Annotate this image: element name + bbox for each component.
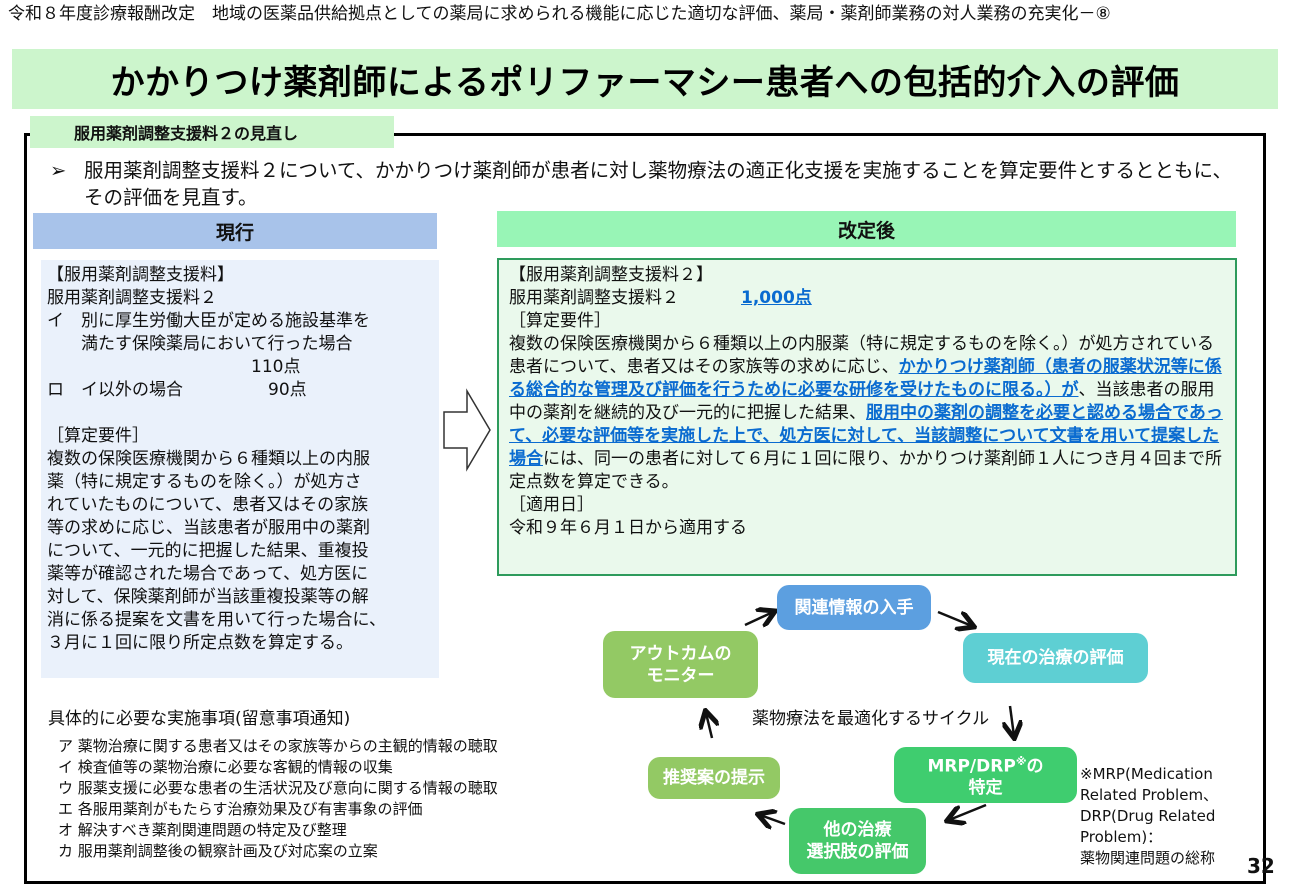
revised-highlight: かかりつけ薬剤師（患者の服薬状況等に係る総合的な管理及び評価を行うために必要な研…: [509, 357, 1222, 400]
list-item: エ 各服用薬剤がもたらす治療効果及び有害事象の評価: [58, 800, 423, 818]
footnote: ※MRP(Medication Related Problem、 DRP(Dru…: [1080, 764, 1218, 869]
revised-box: 【服用薬剤調整支援料２】 服用薬剤調整支援料２ 1,000点 ［算定要件］ 複数の…: [497, 258, 1237, 576]
current-line: ３月に１回に限り所定点数を算定する。: [47, 633, 353, 653]
node-text: MRP/DRP: [927, 756, 1016, 777]
revised-highlight: 服用中の薬剤の調整を必要と認める場合であって、必要な評価等を実施した上で、処方医…: [509, 403, 1223, 469]
revised-line: 【服用薬剤調整支援料２】: [509, 265, 713, 285]
node-line: 選択肢の評価: [806, 842, 909, 862]
current-line: について、一元的に把握した結果、重複投: [47, 541, 369, 561]
current-line: 等の求めに応じ、当該患者が服用中の薬剤: [47, 518, 370, 538]
intro-text: 服用薬剤調整支援料２について、かかりつけ薬剤師が患者に対し薬物療法の適正化支援を…: [84, 159, 1232, 209]
cycle-node-alternatives: 他の治療 選択肢の評価: [789, 808, 926, 874]
cycle-arrow: [760, 815, 786, 824]
current-line: れていたものについて、患者又はその家族: [47, 495, 369, 515]
cycle-arrow: [706, 713, 712, 739]
cycle-arrow: [744, 612, 773, 625]
current-line: 【服用薬剤調整支援料】: [47, 265, 234, 285]
cycle-node-evaluation: 現在の治療の評価: [963, 633, 1148, 683]
cycle-node-outcome: アウトカムの モニター: [603, 631, 758, 698]
revised-heading: 改定後: [497, 211, 1236, 247]
revised-fee-points: 1,000点: [741, 288, 812, 308]
bullet-icon: ➢: [50, 159, 67, 182]
node-line: アウトカムの: [629, 643, 732, 664]
revised-fee-label: 服用薬剤調整支援料２: [509, 288, 679, 308]
intro-paragraph: ➢ 服用薬剤調整支援料２について、かかりつけ薬剤師が患者に対し薬物療法の適正化支…: [50, 157, 1250, 211]
node-line: 他の治療: [823, 820, 892, 840]
list-item: ア 薬物治療に関する患者又はその家族等からの主観的情報の聴取: [58, 737, 498, 755]
footnote-line: Related Problem、: [1080, 786, 1219, 804]
footnote-line: ※MRP(Medication: [1080, 765, 1213, 783]
cycle-label: 薬物療法を最適化するサイクル: [752, 709, 990, 729]
list-item: カ 服用薬剤調整後の観察計画及び対応案の立案: [58, 842, 378, 860]
current-heading: 現行: [33, 213, 437, 249]
node-line: MRP/DRP※の: [927, 751, 1043, 778]
current-line: 対して、保険薬剤師が当該重複投薬等の解: [47, 587, 369, 607]
cycle-node-recommend: 推奨案の提示: [648, 757, 780, 799]
current-line: ロ イ以外の場合 90点: [47, 380, 307, 400]
revised-apply-heading: ［適用日］: [509, 495, 594, 515]
list-item: ウ 服薬支援に必要な患者の生活状況及び意向に関する情報の聴取: [58, 779, 498, 797]
revised-text: には、同一の患者に対して６月に１回に限り、かかりつけ薬剤師１人につき月４回まで所…: [509, 449, 1222, 492]
revised-requirement: 複数の保険医療機関から６種類以上の内服薬（特に規定するものを除く。）が処方されて…: [509, 333, 1225, 494]
current-line: 薬等が確認された場合であって、処方医に: [47, 564, 369, 584]
list-item: オ 解決すべき薬剤関連問題の特定及び整理: [58, 821, 347, 839]
content-frame: [24, 133, 1266, 884]
list-item: イ 検査値等の薬物治療に必要な客観的情報の収集: [58, 758, 393, 776]
node-line: 特定: [968, 778, 1003, 799]
implementation-list: ア 薬物治療に関する患者又はその家族等からの主観的情報の聴取 イ 検査値等の薬物…: [58, 736, 498, 862]
cycle-arrow: [1010, 705, 1014, 736]
cycle-node-info: 関連情報の入手: [777, 585, 931, 630]
cycle-arrow: [949, 803, 987, 820]
node-text: の: [1026, 756, 1044, 777]
current-line: ［算定要件］: [47, 426, 149, 446]
revised-req-heading: ［算定要件］: [509, 311, 611, 331]
footnote-line: Problem)：: [1080, 828, 1163, 846]
node-line: モニター: [646, 665, 715, 686]
current-box: 【服用薬剤調整支援料】 服用薬剤調整支援料２ イ 別に厚生労働大臣が定める施設基…: [41, 260, 439, 678]
section-tab: 服用薬剤調整支援料２の見直し: [30, 116, 394, 148]
node-sup: ※: [1015, 754, 1027, 768]
revised-text: 複数の保険医療機関から６種類以上の内服薬（特に規定するものを除く。）が処方されて…: [509, 334, 1214, 377]
current-line: 服用薬剤調整支援料２: [47, 288, 217, 308]
current-line: イ 別に厚生労働大臣が定める施設基準を: [47, 311, 370, 331]
cycle-arrow: [937, 610, 972, 626]
right-arrow-icon: [443, 388, 491, 472]
footnote-line: 薬物関連問題の総称: [1080, 849, 1216, 867]
footnote-line: DRP(Drug Related: [1080, 807, 1216, 825]
current-line: 満たす保険薬局において行った場合: [47, 334, 353, 354]
cycle-node-mrp: MRP/DRP※の 特定: [894, 747, 1077, 803]
revised-text: 、当該患者の服用中の薬剤を継続的及び一元的に把握した結果、: [509, 380, 1215, 423]
current-line: 薬（特に規定するものを除く。）が処方さ: [47, 472, 362, 492]
revised-apply-text: 令和９年６月１日から適用する: [509, 518, 747, 538]
header-text: 令和８年度診療報酬改定 地域の医薬品供給拠点としての薬局に求められる機能に応じた…: [8, 4, 1111, 24]
title-band: かかりつけ薬剤師によるポリファーマシー患者への包括的介入の評価: [12, 49, 1278, 109]
current-line: 消に係る提案を文書を用いて行った場合に、: [47, 610, 386, 630]
current-line: 110点: [47, 357, 301, 377]
current-line: 複数の保険医療機関から６種類以上の内服: [47, 449, 370, 469]
page-title: かかりつけ薬剤師によるポリファーマシー患者への包括的介入の評価: [110, 62, 1180, 103]
implementation-title: 具体的に必要な実施事項(留意事項通知): [48, 709, 351, 729]
page-number: 32: [1247, 854, 1275, 878]
revised-fee-line: 服用薬剤調整支援料２ 1,000点: [509, 287, 1225, 310]
